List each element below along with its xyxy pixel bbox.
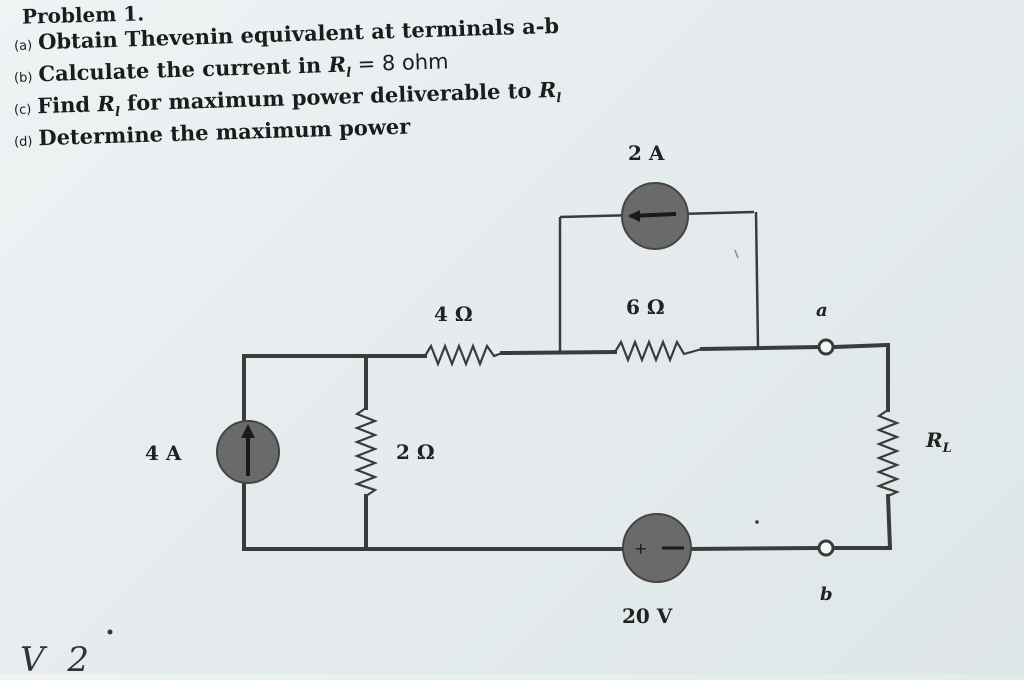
wire-top-middle bbox=[499, 349, 618, 356]
resistor-6ohm bbox=[614, 338, 703, 364]
resistor-load bbox=[875, 409, 901, 498]
label-6ohm: 6 Ω bbox=[626, 295, 665, 319]
label-4a: 4 A bbox=[145, 441, 182, 465]
wire-bottom-right bbox=[685, 545, 821, 552]
wire-2a-right bbox=[754, 211, 760, 349]
current-source-2a bbox=[621, 182, 689, 250]
terminal-a-node bbox=[817, 338, 835, 356]
label-load-var: R bbox=[926, 428, 943, 452]
label-2a: 2 A bbox=[628, 141, 665, 165]
current-source-4a bbox=[216, 420, 280, 484]
resistor-2ohm bbox=[353, 407, 379, 497]
label-20v: 20 V bbox=[622, 604, 673, 628]
label-4ohm: 4 Ω bbox=[434, 302, 473, 326]
svg-text:+: + bbox=[634, 539, 647, 558]
resistor-4ohm bbox=[424, 342, 503, 368]
label-terminal-b: b bbox=[820, 584, 833, 605]
label-load-sub: L bbox=[942, 441, 952, 456]
wire-load-bottom bbox=[885, 493, 893, 551]
wire-top-to-load bbox=[831, 342, 891, 350]
label-2ohm: 2 Ω bbox=[396, 440, 435, 464]
wire-top-right bbox=[699, 344, 821, 352]
voltage-source-20v: + bbox=[622, 513, 692, 583]
handwriting: V 2 bbox=[20, 640, 95, 680]
terminal-b-node bbox=[817, 539, 835, 557]
label-terminal-a: a bbox=[816, 300, 828, 321]
label-load: RL bbox=[926, 428, 952, 456]
